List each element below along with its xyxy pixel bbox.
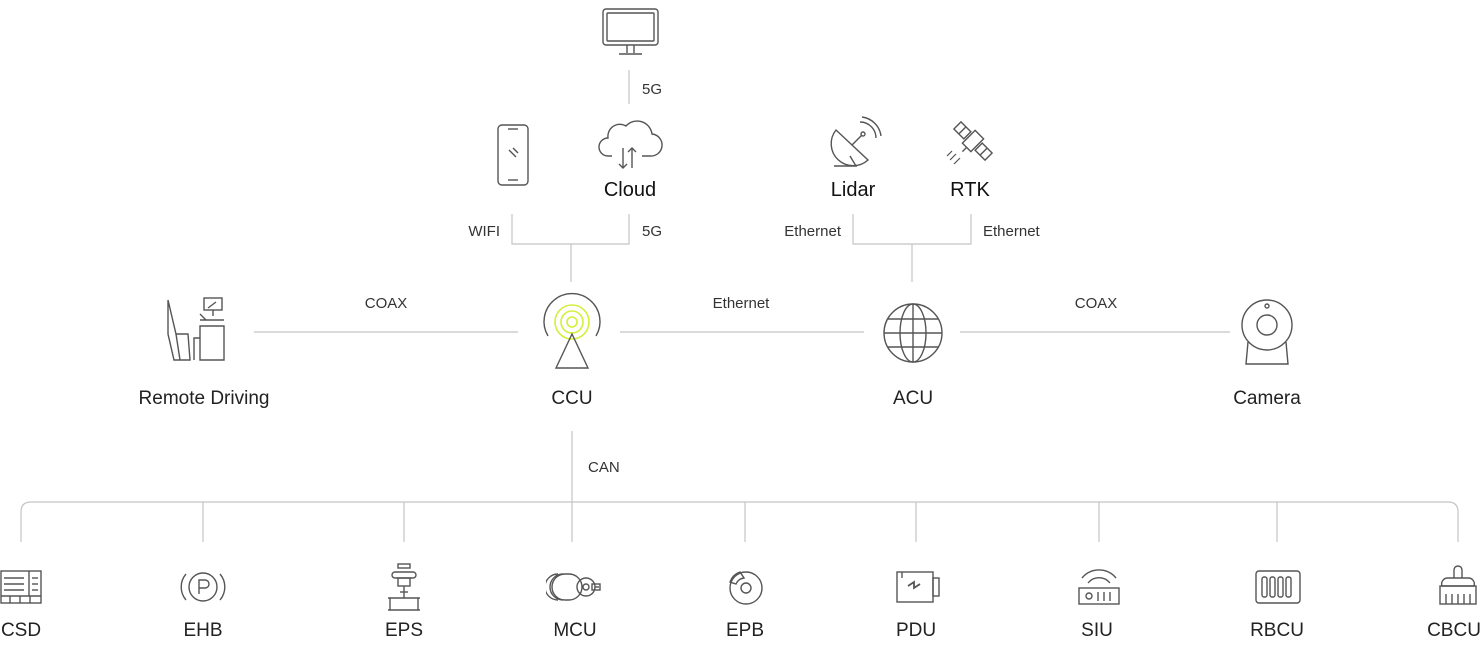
battery-module-icon bbox=[1255, 570, 1301, 604]
link-label-rtk-ethernet: Ethernet bbox=[983, 223, 1040, 240]
antenna-signal-icon bbox=[543, 292, 601, 369]
node-label-ccu: CCU bbox=[551, 388, 593, 409]
signal-unit-icon bbox=[1078, 569, 1120, 605]
node-label-eps: EPS bbox=[384, 620, 424, 641]
node-label-cbcu: CBCU bbox=[1427, 620, 1481, 641]
node-label-camera: Camera bbox=[1233, 388, 1301, 409]
link-label-ccu-acu: Ethernet bbox=[712, 295, 770, 312]
link-label-acu-camera: COAX bbox=[1074, 295, 1118, 312]
line-can-bus bbox=[20, 501, 1459, 542]
node-label-csd: CSD bbox=[0, 620, 42, 641]
node-label-rtk: RTK bbox=[950, 179, 990, 201]
node-label-lidar: Lidar bbox=[830, 179, 876, 201]
line-phone-cloud-bracket bbox=[511, 214, 630, 245]
node-label-epb: EPB bbox=[725, 620, 765, 641]
node-label-cloud: Cloud bbox=[603, 179, 657, 201]
display-panel-icon bbox=[0, 570, 42, 604]
link-label-lidar-ethernet: Ethernet bbox=[784, 223, 841, 240]
node-label-ehb: EHB bbox=[183, 620, 223, 641]
power-unit-icon bbox=[896, 571, 940, 603]
remote-driving-seat-icon bbox=[167, 297, 225, 361]
link-label-wifi: WIFI bbox=[468, 223, 500, 240]
steering-column-icon bbox=[388, 563, 420, 611]
node-label-acu: ACU bbox=[892, 388, 934, 409]
satellite-icon bbox=[946, 120, 994, 165]
line-lidar-rtk-bracket bbox=[852, 214, 972, 245]
link-label-monitor-cloud: 5G bbox=[642, 81, 663, 98]
link-label-can: CAN bbox=[588, 459, 620, 476]
node-label-mcu: MCU bbox=[553, 620, 597, 641]
brush-icon bbox=[1439, 565, 1477, 605]
node-label-siu: SIU bbox=[1081, 620, 1113, 641]
link-label-cloud-5g: 5G bbox=[642, 223, 663, 240]
cloud-icon bbox=[598, 120, 663, 169]
motor-icon bbox=[546, 573, 601, 601]
node-label-remote-driving: Remote Driving bbox=[138, 388, 270, 409]
node-label-rbcu: RBCU bbox=[1250, 620, 1304, 641]
monitor-icon bbox=[602, 8, 659, 55]
link-label-remote-ccu: COAX bbox=[364, 295, 408, 312]
camera-icon bbox=[1241, 299, 1293, 365]
lidar-icon bbox=[830, 116, 882, 167]
smartphone-icon bbox=[497, 124, 529, 186]
node-label-pdu: PDU bbox=[895, 620, 937, 641]
brake-disc-icon bbox=[729, 571, 763, 605]
parking-brake-icon bbox=[180, 572, 226, 602]
globe-icon bbox=[883, 303, 943, 363]
